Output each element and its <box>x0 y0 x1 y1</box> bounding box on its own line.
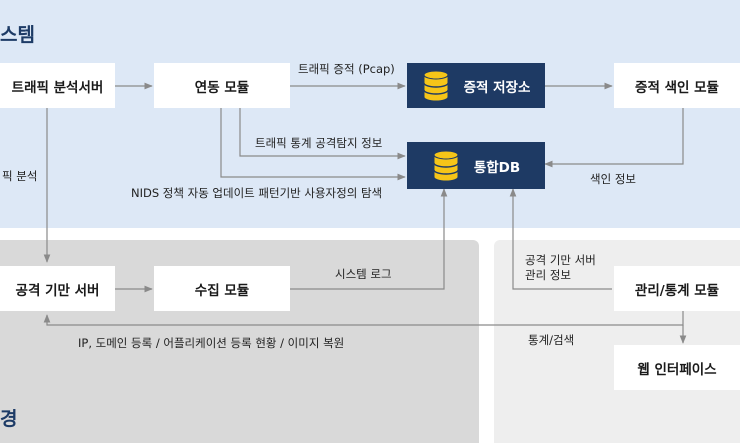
label-index-info: 색인 정보 <box>590 172 636 186</box>
label-system-log: 시스템 로그 <box>335 267 392 281</box>
management-stats-module-box: 관리/통계 모듈 <box>614 266 740 311</box>
system-region-title: 스템 <box>0 24 35 46</box>
label-traffic-stats: 트래픽 통계 공격탐지 정보 <box>255 136 383 150</box>
traffic-analysis-server-box: 트래픽 분석서버 <box>0 63 115 108</box>
label-traffic-evidence-pcap: 트래픽 증적 (Pcap) <box>298 62 395 76</box>
label-deception-mgmt-line1: 공격 기만 서버 <box>525 253 596 267</box>
label-ip-domain: IP, 도메인 등록 / 어플리케이션 등록 현황 / 이미지 복원 <box>78 336 345 350</box>
attack-deception-server-label: 공격 기만 서버 <box>15 282 100 299</box>
web-interface-label: 웹 인터페이스 <box>637 361 717 378</box>
label-traffic-analysis: 픽 분석 <box>2 169 38 183</box>
traffic-analysis-server-label: 트래픽 분석서버 <box>11 79 104 96</box>
environment-region-title: 경 <box>0 408 18 430</box>
attack-deception-server-box: 공격 기만 서버 <box>0 266 115 311</box>
evidence-index-module-box: 증적 색인 모듈 <box>614 63 740 108</box>
label-deception-mgmt-line2: 관리 정보 <box>525 268 571 282</box>
evidence-index-module-label: 증적 색인 모듈 <box>635 79 719 96</box>
integrated-db-box: 통합DB <box>407 142 545 189</box>
web-interface-box: 웹 인터페이스 <box>614 345 740 390</box>
collect-module-label: 수집 모듈 <box>194 282 250 299</box>
label-stats-search: 통계/검색 <box>528 333 575 347</box>
evidence-storage-label: 증적 저장소 <box>463 79 531 96</box>
label-nids-policy: NIDS 정책 자동 업데이트 패턴기반 사용자정의 탐색 <box>131 186 383 200</box>
link-module-label: 연동 모듈 <box>194 79 250 96</box>
database-icon <box>422 70 449 101</box>
collect-module-box: 수집 모듈 <box>154 266 290 311</box>
evidence-storage-box: 증적 저장소 <box>407 63 545 108</box>
management-stats-module-label: 관리/통계 모듈 <box>634 282 720 299</box>
link-module-box: 연동 모듈 <box>154 63 290 108</box>
integrated-db-label: 통합DB <box>473 159 521 176</box>
database-icon <box>433 150 459 181</box>
